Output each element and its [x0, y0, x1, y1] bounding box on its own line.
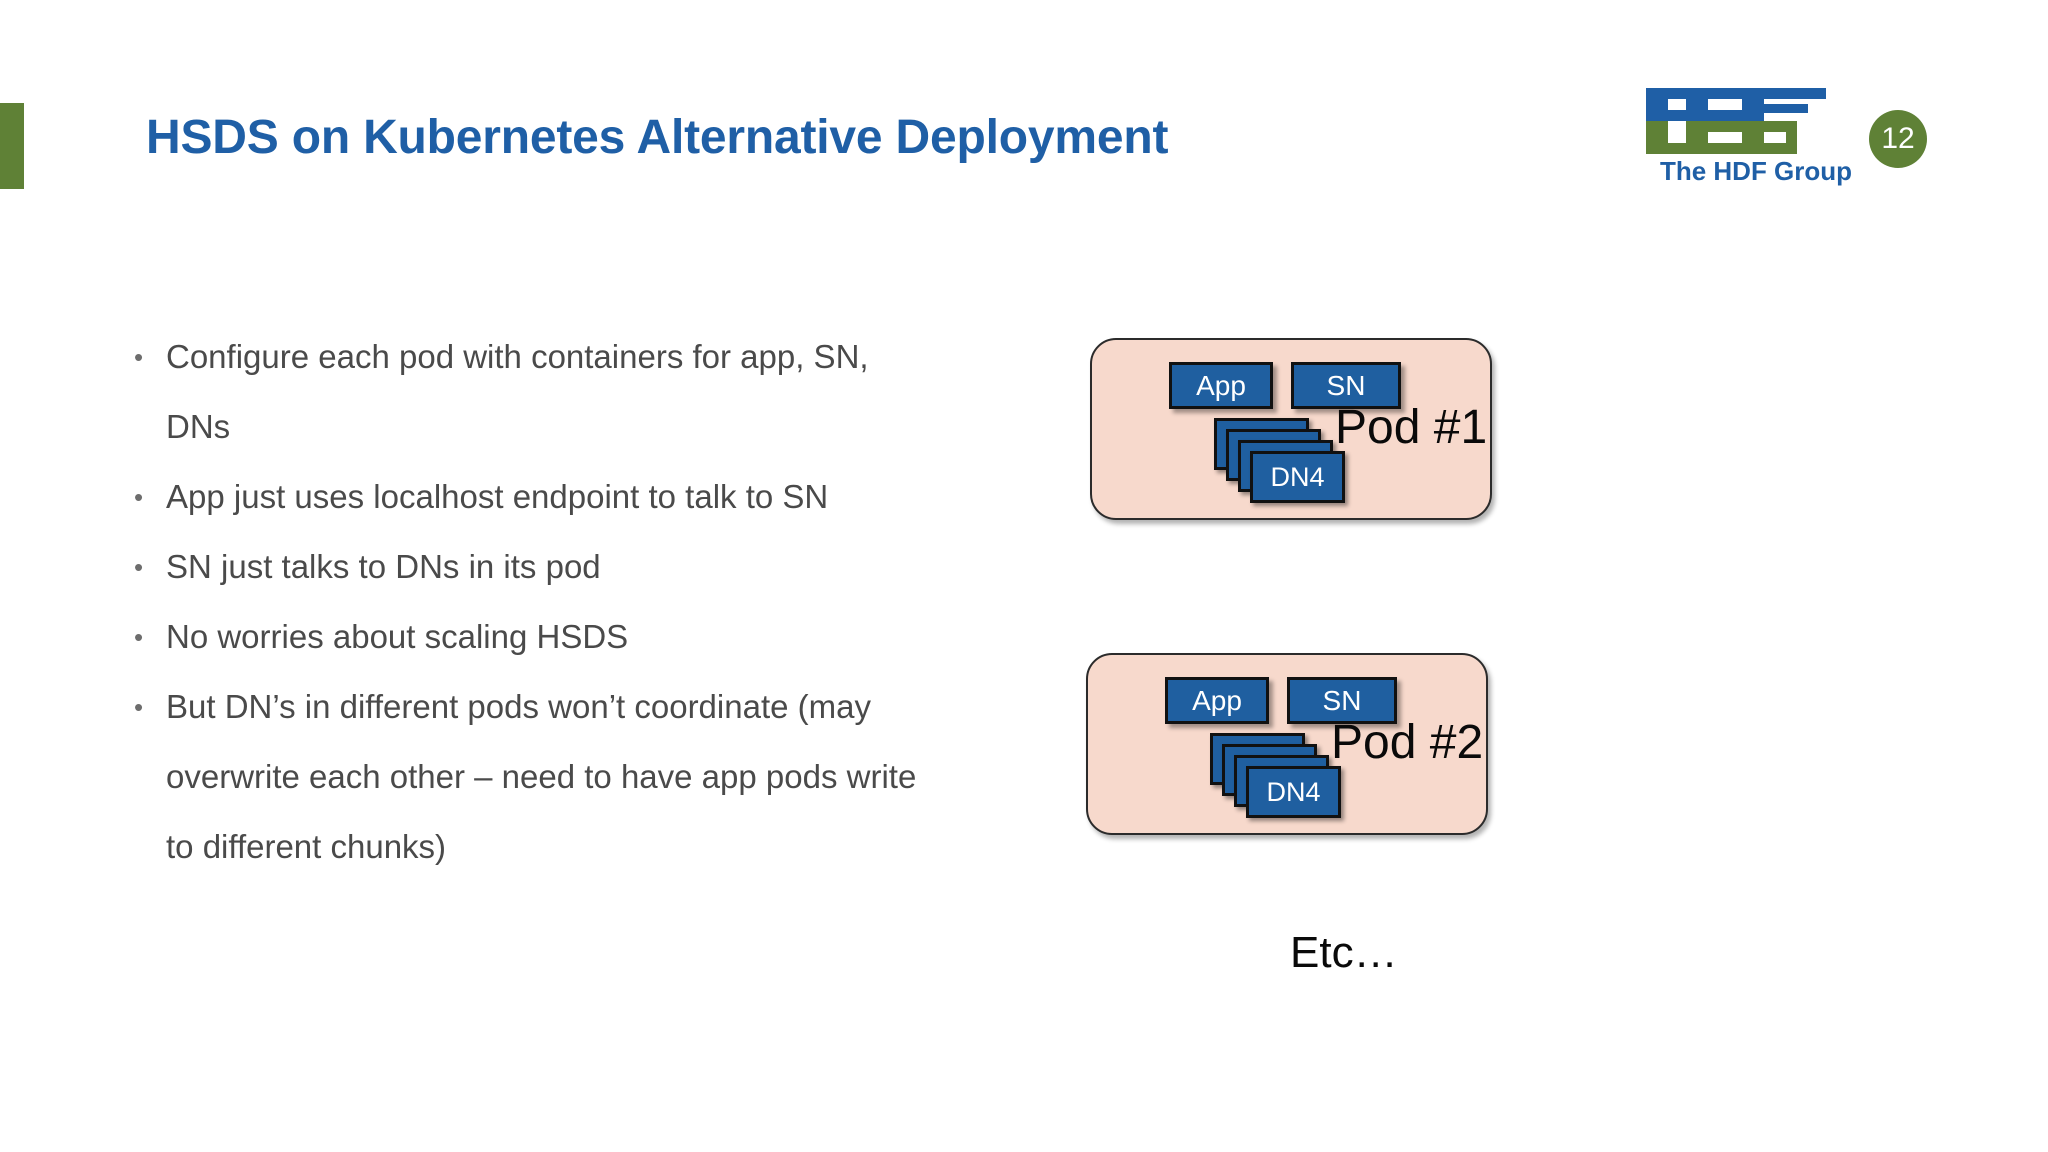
pod-diagram-1: App SN DN4 Pod #1 — [1090, 338, 1492, 520]
title-accent-bar — [0, 103, 24, 189]
hdf-group-label: The HDF Group — [1659, 156, 1853, 186]
container-box-sn: SN — [1291, 362, 1401, 409]
bullet-marker-icon: • — [134, 342, 144, 372]
list-item: • No worries about scaling HSDS — [134, 602, 924, 672]
bullet-marker-icon: • — [134, 692, 144, 722]
list-item-text: App just uses localhost endpoint to talk… — [166, 478, 829, 515]
container-box-sn: SN — [1287, 677, 1397, 724]
container-box-dn4: DN4 — [1246, 766, 1341, 818]
container-box-app: App — [1165, 677, 1269, 724]
dn-container-stack: DN4 — [1210, 733, 1350, 819]
pod-diagram-2: App SN DN4 Pod #2 — [1086, 653, 1488, 835]
page-title: HSDS on Kubernetes Alternative Deploymen… — [146, 111, 1169, 164]
bullet-marker-icon: • — [134, 552, 144, 582]
page-number-badge: 12 — [1869, 110, 1927, 168]
list-item: • Configure each pod with containers for… — [134, 322, 924, 462]
bullet-marker-icon: • — [134, 622, 144, 652]
hdf-logo-icon — [1646, 88, 1826, 154]
list-item: • SN just talks to DNs in its pod — [134, 532, 924, 602]
list-item-text: Configure each pod with containers for a… — [166, 338, 869, 445]
etc-label: Etc… — [1290, 928, 1398, 977]
list-item: • But DN’s in different pods won’t coord… — [134, 672, 924, 882]
list-item: • App just uses localhost endpoint to ta… — [134, 462, 924, 532]
container-box-dn4: DN4 — [1250, 451, 1345, 503]
bullet-list: • Configure each pod with containers for… — [134, 322, 924, 882]
pod-label: Pod #1 — [1335, 401, 1488, 454]
list-item-text: SN just talks to DNs in its pod — [166, 548, 601, 585]
container-box-app: App — [1169, 362, 1273, 409]
list-item-text: No worries about scaling HSDS — [166, 618, 629, 655]
dn-container-stack: DN4 — [1214, 418, 1354, 504]
hdf-logo: The HDF Group — [1636, 84, 1876, 194]
bullet-marker-icon: • — [134, 482, 144, 512]
list-item-text: But DN’s in different pods won’t coordin… — [166, 688, 917, 865]
pod-label: Pod #2 — [1331, 716, 1484, 769]
